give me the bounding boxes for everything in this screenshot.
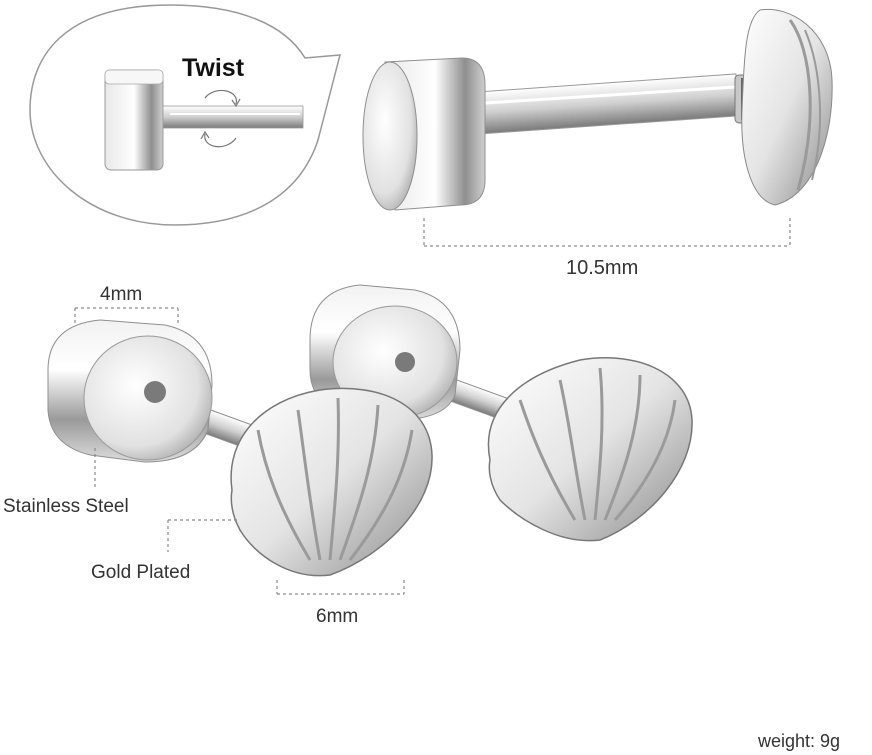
shell-width-label: 6mm: [316, 606, 359, 627]
gold-plated-label: Gold Plated: [91, 562, 191, 583]
back-diameter-guide: [74, 307, 179, 325]
back-diameter-label: 4mm: [100, 284, 143, 305]
total-length-label: 10.5mm: [566, 257, 639, 279]
stud-right: [309, 284, 693, 542]
weight-label: weight: 9g: [758, 731, 841, 751]
rotate-icon: [200, 89, 241, 148]
twist-label: Twist: [182, 54, 245, 82]
stud-side-view: [362, 8, 833, 211]
twist-callout-bubble: [29, 4, 341, 226]
stainless-steel-label: Stainless Steel: [3, 496, 129, 517]
shell-width-guide: [276, 580, 405, 595]
length-guide-line: [423, 218, 791, 247]
material-guide-lines: [94, 448, 238, 552]
stud-left: [47, 319, 433, 577]
